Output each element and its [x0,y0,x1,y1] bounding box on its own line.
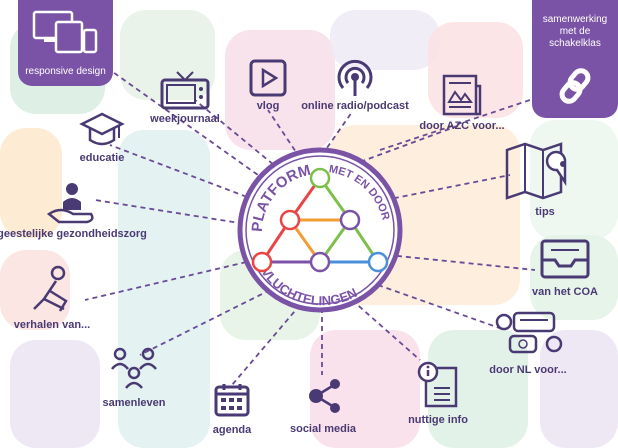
node-label-weekjournaal: weekjournaal [150,113,220,125]
node-label-verhalen: verhalen van... [13,319,91,331]
responsive-design-box: responsive design [18,0,113,86]
node-label-door-nl: door NL voor... [489,364,567,376]
share-network-icon [309,379,340,413]
video-play-icon [249,59,287,97]
samenwerking-box: samenwerking met de schakelklas [532,0,618,118]
info-document-icon [417,361,458,408]
node-label-samenleven: samenleven [102,397,166,409]
community-people-icon [111,347,157,389]
caring-hands-icon [47,183,94,224]
bg-pill [540,330,618,448]
chain-link-icon [559,68,591,104]
node-label-door-azc: door AZC voor... [419,120,505,132]
calendar-icon [214,384,250,417]
node-label-responsive-design: responsive design [25,66,106,77]
chat-bubbles-icon [495,311,563,354]
inbox-tray-icon [540,239,590,279]
bg-pill [118,130,210,448]
bg-pill [225,30,335,150]
bg-pill [10,340,100,448]
node-label-nuttige-info: nuttige info [408,414,468,426]
map-pin-icon [505,142,567,200]
bg-pill [330,10,440,70]
node-label-geestelijke: geestelijke gezondheidszorg [0,228,147,240]
newspaper-icon [442,74,482,116]
node-label-educatie: educatie [79,152,125,164]
node-label-van-het-coa: van het COA [531,286,599,298]
reading-person-icon [33,265,68,312]
bg-pill [0,128,62,238]
node-label-tips: tips [535,206,555,218]
bg-pill [530,120,618,240]
devices-icon [32,10,98,54]
bg-pill [0,250,70,330]
graduation-cap-icon [79,112,125,146]
node-label-online-radio: online radio/podcast [301,100,409,112]
radio-broadcast-icon [337,59,373,96]
node-label-agenda: agenda [212,424,252,436]
node-label-vlog: vlog [256,100,280,112]
tv-icon [160,71,210,110]
node-label-samenwerking: samenwerking met de schakelklas [542,14,608,49]
node-label-social-media: social media [289,423,357,435]
